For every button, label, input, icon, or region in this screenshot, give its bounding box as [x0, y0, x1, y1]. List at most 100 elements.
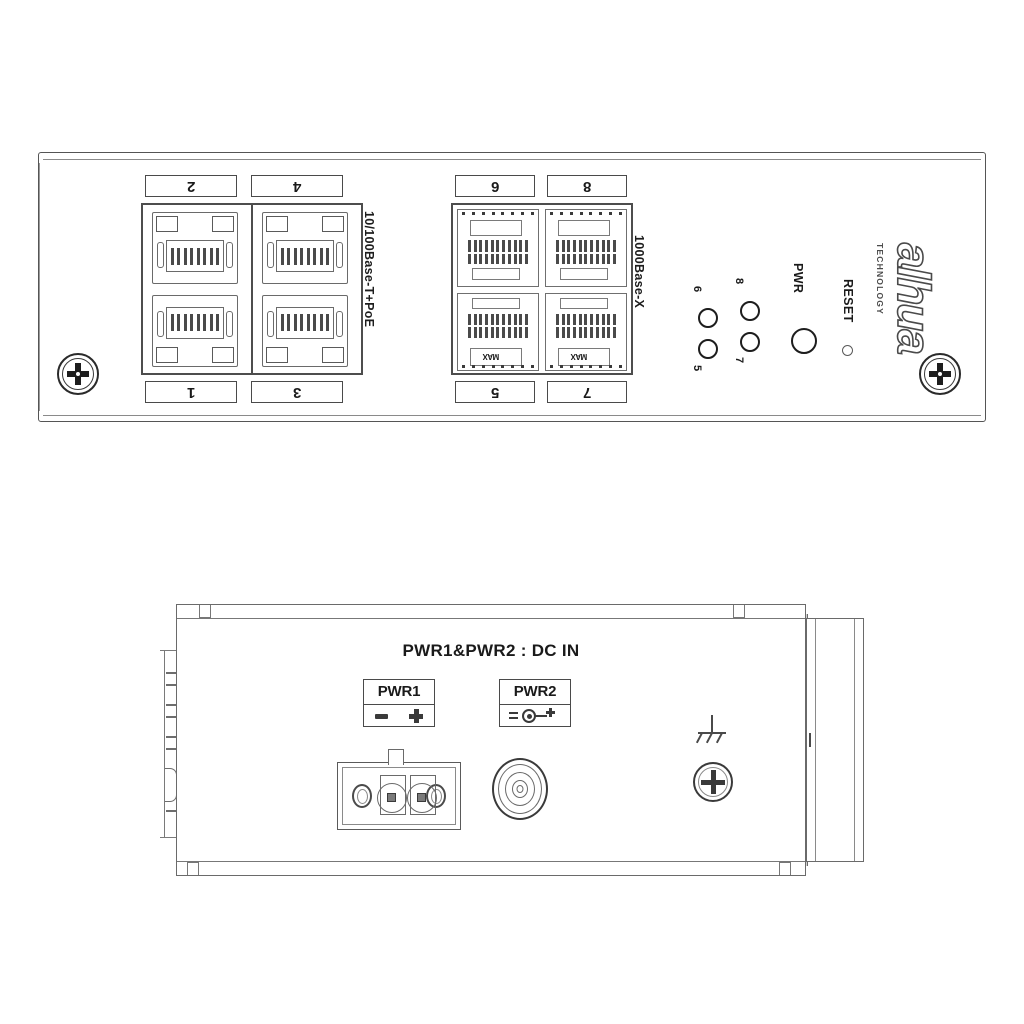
terminal-block-body — [342, 767, 456, 825]
earth-ground-icon — [691, 715, 733, 745]
rj45-latch-tab — [212, 216, 234, 232]
sfp-tab — [472, 268, 520, 280]
sfp-port-6[interactable] — [457, 209, 539, 287]
bracket-rung — [166, 736, 176, 738]
sfp-contact-teeth — [468, 240, 528, 252]
rj45-side-rail — [157, 242, 164, 268]
rail-notch — [187, 862, 199, 875]
power-side-panel: PWR1&PWR2 : DC IN PWR1 PWR2 — [176, 604, 806, 876]
minus-polarity-icon — [374, 713, 388, 719]
rj45-contact-window — [166, 240, 224, 272]
port-label-7: 7 — [547, 381, 627, 403]
pwr1-terminal-block[interactable] — [337, 749, 461, 830]
cross-recess-icon — [67, 363, 89, 385]
panel-bottom-rail — [177, 861, 805, 875]
rj45-interface-label: 10/100Base-T+PoE — [362, 211, 376, 328]
bracket-rung — [166, 684, 176, 686]
sfp-tab — [560, 298, 608, 309]
led-label-5: 5 — [691, 365, 703, 372]
sfp-port-7[interactable]: MAX — [545, 293, 627, 371]
rj45-latch-tab — [156, 347, 178, 363]
dc-jack-outer-ring — [492, 758, 548, 820]
port-label-3: 3 — [251, 381, 343, 403]
rj45-pins — [171, 314, 219, 331]
pwr1-label: PWR1 — [377, 683, 421, 700]
bracket-rung — [166, 672, 176, 674]
rail-notch — [779, 862, 791, 875]
terminal-pin — [417, 793, 426, 802]
sfp-contact-teeth — [556, 254, 616, 264]
rj45-side-rail — [267, 242, 274, 268]
port-label-6: 6 — [455, 175, 535, 197]
brand-logo: alhua TECHNOLOGY — [867, 191, 977, 361]
screw-left — [57, 353, 99, 395]
rj45-pins — [281, 248, 329, 265]
dc-jack-center-pin — [516, 785, 524, 793]
dc-jack-barrel — [512, 780, 528, 798]
rj45-port-4[interactable] — [256, 208, 354, 288]
reset-label: RESET — [841, 279, 855, 323]
led-label-8: 8 — [733, 278, 745, 285]
pwr-led-label: PWR — [791, 263, 805, 294]
rj45-port-3[interactable] — [256, 291, 354, 371]
bracket-rung — [166, 704, 176, 706]
rj45-port-1[interactable] — [146, 291, 244, 371]
sfp-contact-teeth — [468, 314, 528, 325]
bracket-rung — [166, 810, 176, 812]
plate-divider — [500, 704, 570, 706]
sfp-port-8[interactable] — [545, 209, 627, 287]
rj45-side-rail — [226, 311, 233, 337]
rj45-side-rail — [336, 311, 343, 337]
sfp-contact-teeth — [556, 327, 616, 338]
sfp-window: MAX — [470, 348, 522, 366]
sfp-window — [558, 220, 610, 236]
bracket-cap — [160, 650, 168, 652]
rj45-latch-tab — [212, 347, 234, 363]
front-panel: 2 4 — [38, 152, 986, 422]
sfp-contact-teeth — [556, 240, 616, 252]
rj45-pins — [281, 314, 329, 331]
rj45-side-rail — [157, 311, 164, 337]
rj45-latch-tab — [266, 216, 288, 232]
sfp-port-5[interactable]: MAX — [457, 293, 539, 371]
led-indicator-6 — [698, 308, 718, 328]
screw-right — [919, 353, 961, 395]
panel-bottom-edge-line — [43, 415, 981, 416]
rj45-side-rail — [336, 242, 343, 268]
panel-top-edge-line — [43, 159, 981, 160]
rj45-latch-tab — [266, 347, 288, 363]
port-label-2: 2 — [145, 175, 237, 197]
sfp-max-tag: MAX — [483, 352, 500, 361]
rj45-latch-tab — [322, 216, 344, 232]
rail-notch — [733, 605, 745, 618]
reset-button[interactable] — [842, 345, 853, 356]
rj45-latch-tab — [322, 347, 344, 363]
port-label-8: 8 — [547, 175, 627, 197]
bracket-rung — [166, 716, 176, 718]
rj45-side-rail — [226, 242, 233, 268]
port-label-5: 5 — [455, 381, 535, 403]
led-indicator-5 — [698, 339, 718, 359]
cross-recess-icon — [929, 363, 951, 385]
rj45-shell — [262, 212, 348, 284]
port-label-1: 1 — [145, 381, 237, 403]
led-indicator-8 — [740, 301, 760, 321]
dc-jack-ring — [498, 764, 542, 814]
panel-top-rail — [177, 605, 805, 619]
port-label-4: 4 — [251, 175, 343, 197]
rj45-port-2[interactable] — [146, 208, 244, 288]
sfp-port-block[interactable]: MAX MAX — [451, 203, 633, 375]
rj45-port-block[interactable] — [141, 203, 363, 375]
plate-divider — [364, 704, 434, 706]
sfp-contact-teeth — [468, 254, 528, 264]
dc-polarity-icon — [509, 708, 561, 724]
terminal-pin — [387, 793, 396, 802]
pwr1-label-plate: PWR1 — [363, 679, 435, 727]
led-label-6: 6 — [691, 286, 703, 293]
pwr2-dc-jack[interactable] — [491, 758, 549, 820]
sfp-cage-dots — [462, 365, 534, 368]
bracket-rung — [166, 748, 176, 750]
rj45-contact-window — [276, 240, 334, 272]
brand-tagline: TECHNOLOGY — [875, 243, 885, 315]
